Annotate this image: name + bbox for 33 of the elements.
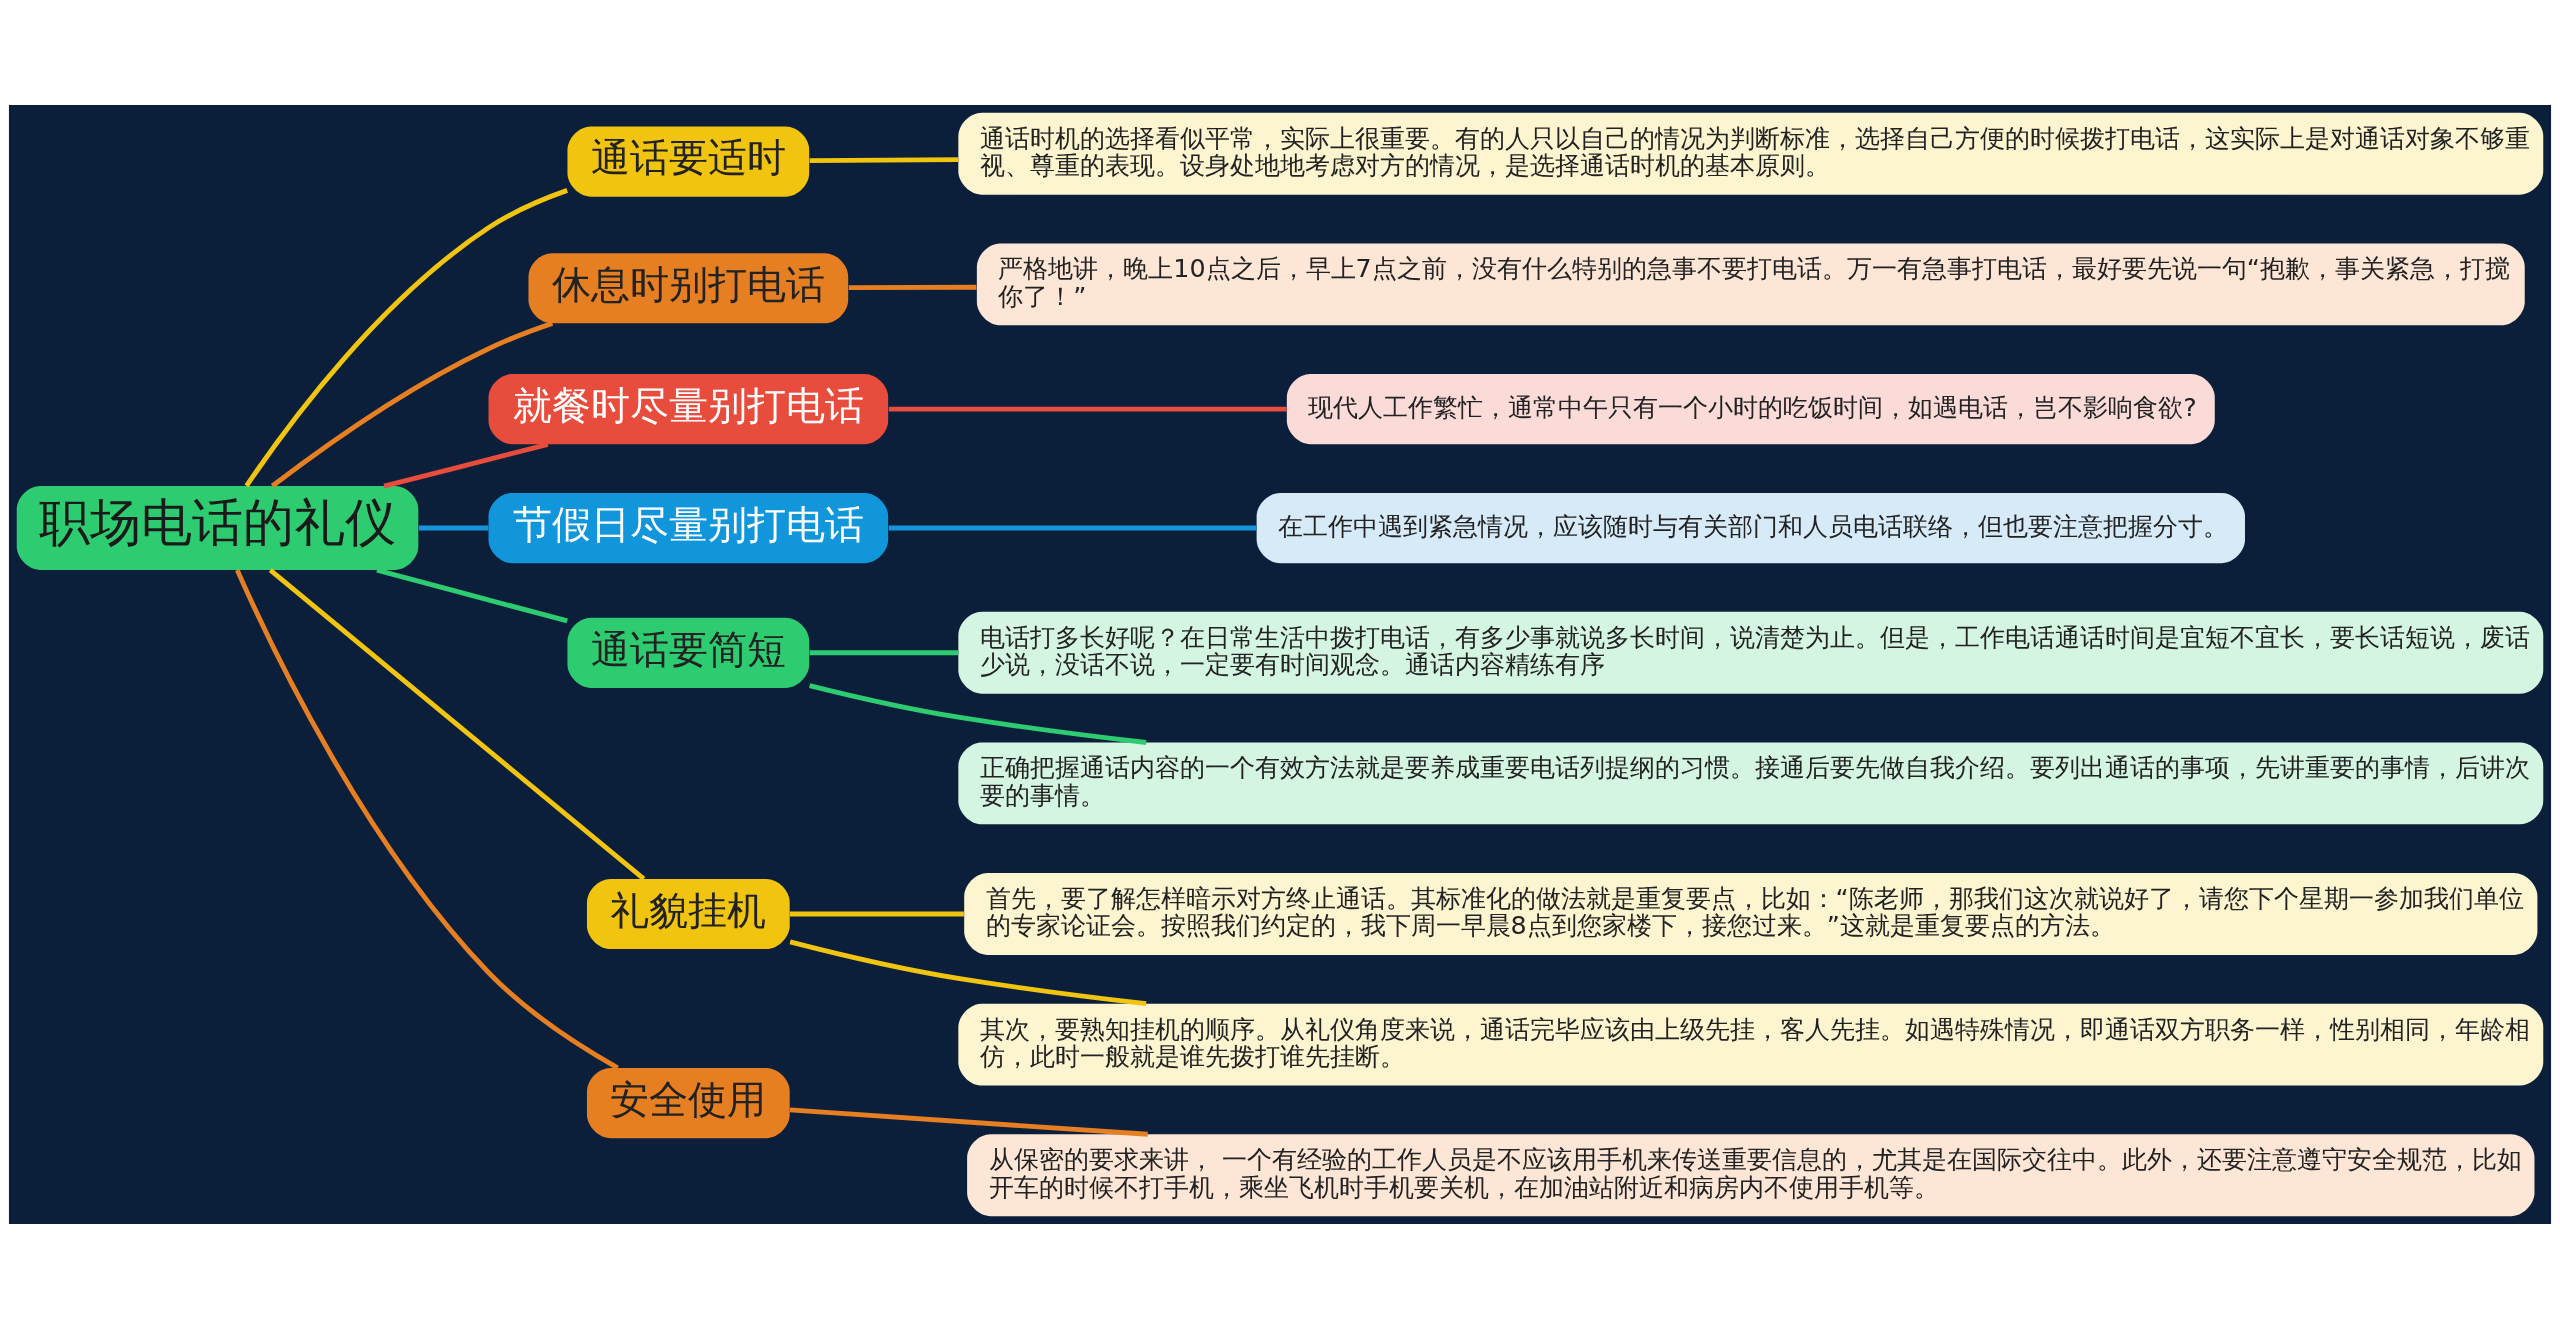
node-box: 其次，要熟知挂机的顺序。从礼仪角度来说，通话完毕应该由上级先挂，客人先挂。如遇特殊情况，即通话双方职务一样，性别相同，年龄相仿，此时一般就是谁先拨打谁先挂断。 [958, 1003, 2544, 1086]
node-box: 休息时别打电话 [528, 252, 849, 323]
node-box: 安全使用 [586, 1067, 790, 1138]
node-box: 就餐时尽量别打电话 [488, 373, 889, 444]
node-box: 节假日尽量别打电话 [488, 492, 889, 563]
node-box: 通话时机的选择看似平常，实际上很重要。有的人只以自己的情况为判断标准，选择自己方便的时候拨打电话，这实际上是对通话对象不够重视、尊重的表现。设身处地地考虑对方的情况，是选择通话时机的基本原则。 [958, 112, 2544, 195]
node-box: 电话打多长好呢？在日常生活中拨打电话，有多少事就说多长时间，说清楚为止。但是，工作电话通话时间是宜短不宜长，要长话短说，废话少说，没话不说，一定要有时间观念。通话内容精练有序 [958, 611, 2544, 694]
connector [888, 406, 1287, 412]
connector [268, 567, 646, 881]
node-box: 通话要简短 [567, 617, 810, 688]
connector [888, 525, 1257, 530]
node-box: 严格地讲，晚上10点之后，早上7点之前，没有什么特别的急事不要打电话。万一有急事打电话，最好要先说一句“抱歉，事关紧急，打搅你了！” [976, 242, 2525, 325]
node-box: 从保密的要求来讲， 一个有经验的工作人员是不应该用手机来传送重要信息的，尤其是在国际交往中。此外，还要注意遵守安全规范，比如开车的时候不打手机，乘坐飞机时手机要关机，在加油站附近和病房内不使用手机等。 [967, 1133, 2535, 1216]
node-box: 职场电话的礼仪 [16, 485, 419, 570]
connector [244, 187, 568, 487]
node-box: 通话要适时 [567, 125, 810, 197]
connector [809, 156, 959, 163]
node-box: 礼貌挂机 [586, 878, 790, 949]
connector [848, 284, 977, 290]
node-box: 在工作中遇到紧急情况，应该随时与有关部门和人员电话联络，但也要注意把握分寸。 [1256, 492, 2245, 563]
node-box: 正确把握通话内容的一个有效方法就是要养成重要电话列提纲的习惯。接通后要先做自我介绍。要列出通话的事项，先讲重要的事情，后讲次要的事情。 [958, 742, 2544, 824]
connector [235, 568, 619, 1070]
connector [270, 320, 554, 488]
connector [418, 525, 489, 530]
connector [376, 567, 568, 623]
connector [789, 938, 1147, 1006]
connector [383, 441, 549, 488]
node-box: 现代人工作繁忙，通常中午只有一个小时的吃饭时间，如遇电话，岂不影响食欲? [1286, 373, 2215, 444]
connector [789, 911, 964, 916]
node-box: 首先，要了解怎样暗示对方终止通话。其标准化的做法就是重复要点，比如：“陈老师，那我们这次就说好了，请您下个星期一参加我们单位的专家论证会。按照我们约定的，我下周一早晨8点到您家楼下，接您过来。”这就是重复要点的方法。 [964, 872, 2538, 955]
connector [809, 682, 1147, 745]
connector [809, 649, 959, 655]
connector [789, 1107, 1148, 1137]
